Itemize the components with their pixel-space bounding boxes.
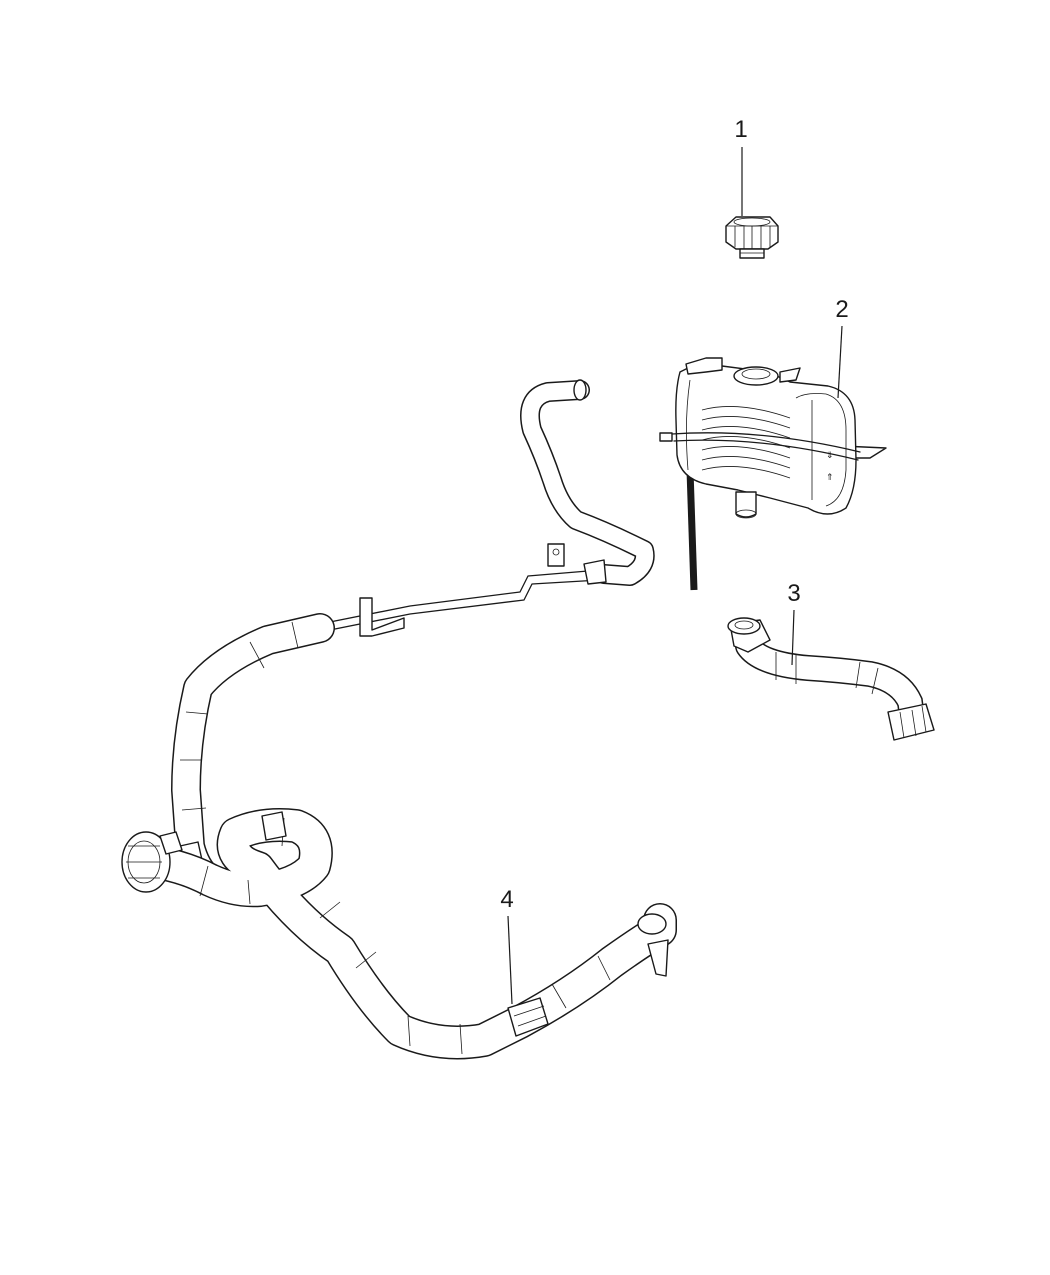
callout-4-label: 4 (500, 886, 513, 913)
pressure-cap-icon[interactable] (725, 216, 779, 259)
callout-4-leader (507, 915, 513, 1005)
callout-3-leader (791, 609, 795, 666)
callout-4: 4 (500, 886, 514, 1005)
reservoir-hose-icon[interactable] (727, 617, 935, 741)
callout-1: 1 (734, 116, 748, 216)
coolant-reservoir-icon[interactable]: ⇓ ⇑ (659, 357, 887, 591)
callout-3-label: 3 (787, 580, 800, 607)
callout-2-label: 2 (835, 296, 848, 323)
callout-3: 3 (787, 580, 801, 666)
svg-text:⇓: ⇓ (826, 450, 834, 460)
callout-2-leader (837, 325, 843, 399)
heater-hose-assembly-icon[interactable] (121, 379, 677, 1060)
callout-1-label: 1 (734, 116, 747, 143)
svg-text:⇑: ⇑ (826, 472, 834, 482)
callout-2: 2 (835, 296, 849, 399)
